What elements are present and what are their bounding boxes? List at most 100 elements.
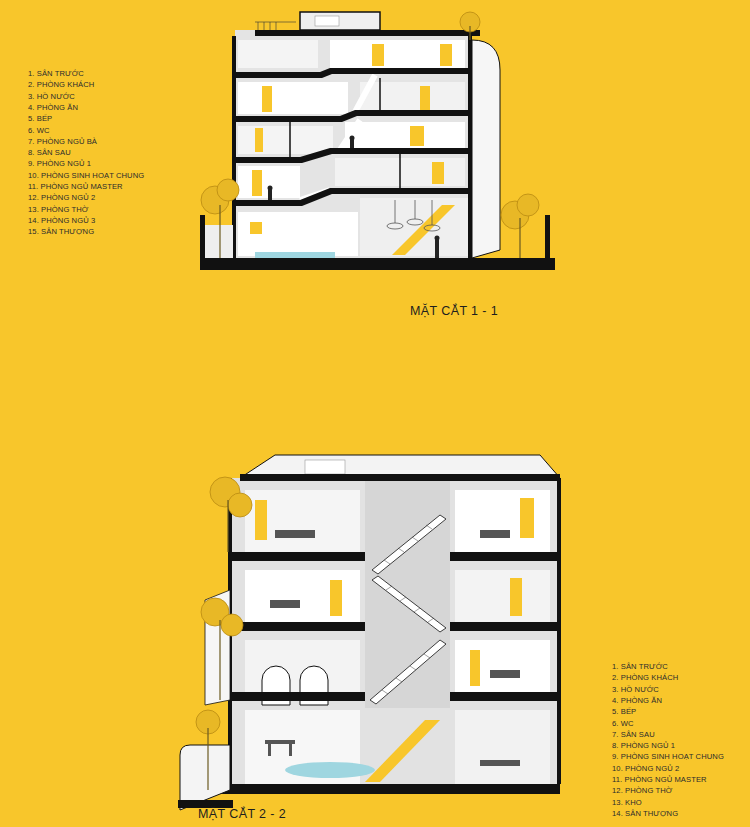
drawing-part <box>370 640 446 704</box>
drawing-part <box>270 22 271 30</box>
drawing-part <box>392 205 455 255</box>
drawing-part <box>238 126 333 154</box>
room-list-item: 9. PHÒNG NGỦ 1 <box>28 160 91 168</box>
drawing-part <box>178 800 233 808</box>
drawing-part <box>305 460 345 474</box>
drawing-part <box>517 194 539 216</box>
drawing-part <box>268 136 440 259</box>
drawing-part <box>255 128 263 152</box>
drawing-part <box>265 530 520 766</box>
drawing-part <box>268 186 273 191</box>
drawing-part <box>252 170 262 196</box>
drawing-part <box>285 762 375 778</box>
drawing-part <box>432 200 433 225</box>
drawing-part <box>235 188 470 206</box>
drawing-part <box>219 205 220 258</box>
drawing-part <box>265 740 295 744</box>
drawing-part <box>372 515 446 574</box>
drawing-part <box>455 710 550 784</box>
room-list-item: 14. SÂN THƯỢNG <box>612 810 678 818</box>
drawing-part <box>205 225 233 258</box>
room-list-item: 5. BẾP <box>612 708 636 716</box>
drawing-part <box>264 22 265 30</box>
room-list-item: 1. SÂN TRƯỚC <box>612 663 668 671</box>
drawing-part <box>208 500 228 790</box>
drawing-part <box>220 26 520 258</box>
drawing-part <box>235 68 470 78</box>
drawing-part <box>268 190 272 200</box>
drawing-part <box>372 576 446 632</box>
drawing-part <box>469 26 470 40</box>
drawing-part <box>200 258 555 270</box>
drawing-part <box>238 40 318 68</box>
drawing-part <box>440 44 452 66</box>
drawing-part <box>370 515 446 704</box>
drawing-part <box>455 570 550 622</box>
drawing-part <box>382 690 388 694</box>
drawing-part <box>200 215 205 258</box>
drawing-part <box>412 537 418 541</box>
drawing-part <box>470 650 480 686</box>
drawing-part <box>230 622 365 631</box>
drawing-part <box>455 490 550 552</box>
drawing-part <box>450 692 560 701</box>
drawing-part <box>468 30 472 258</box>
drawing-part <box>330 580 342 616</box>
drawing-part <box>435 240 439 258</box>
drawing-part <box>315 16 339 26</box>
drawing-part <box>407 219 423 225</box>
drawing-part <box>289 122 291 157</box>
drawing-part <box>372 44 384 66</box>
drawing-part <box>230 692 365 701</box>
drawing-part <box>230 478 560 790</box>
drawing-part <box>365 478 450 708</box>
drawing-part <box>450 552 560 561</box>
drawing-part <box>270 600 300 608</box>
room-list-item: 1. SÂN TRƯỚC <box>28 70 84 78</box>
drawing-part <box>228 493 252 517</box>
drawing-part <box>268 744 271 756</box>
room-list-item: 2. PHÒNG KHÁCH <box>612 674 678 682</box>
drawing-part <box>432 162 444 184</box>
drawing-part <box>410 666 416 670</box>
drawing-part <box>235 148 470 163</box>
drawing-part <box>227 500 228 552</box>
drawing-part <box>384 560 390 564</box>
room-list-item: 13. PHÒNG THỜ <box>28 206 88 214</box>
room-list-item: 8. SÂN SAU <box>28 149 71 157</box>
drawing-part <box>415 200 416 219</box>
room-list-item: 6. WC <box>28 127 50 135</box>
room-list-item: 5. BẾP <box>28 115 52 123</box>
drawing-part <box>345 122 465 148</box>
drawing-part <box>235 110 470 122</box>
room-list-item: 4. PHÒNG ĂN <box>612 697 662 705</box>
drawing-part <box>382 525 434 694</box>
drawing-part <box>238 212 358 256</box>
drawing-part <box>395 200 396 223</box>
drawing-part <box>387 223 403 229</box>
drawing-part <box>196 477 252 734</box>
drawing-part <box>262 86 272 112</box>
drawing-part <box>365 720 440 782</box>
drawing-part <box>400 597 406 601</box>
drawing-part <box>289 744 292 756</box>
room-list-item: 10. PHÒNG SINH HOẠT CHUNG <box>28 172 144 180</box>
drawing-part <box>480 760 520 766</box>
drawing-part <box>207 728 208 790</box>
drawing-part <box>240 474 560 481</box>
drawing-part <box>195 784 560 794</box>
drawing-part <box>230 552 365 561</box>
drawing-part <box>420 86 430 112</box>
drawing-part <box>300 12 380 30</box>
drawing-part <box>255 22 296 30</box>
room-list-item: 3. HỒ NƯỚC <box>612 686 659 694</box>
room-list-item: 12. PHÒNG NGỦ 2 <box>28 194 95 202</box>
section-title: MẶT CẮT 2 - 2 <box>198 808 286 821</box>
drawing-part <box>450 622 560 631</box>
room-list-item: 11. PHÒNG NGỦ MASTER <box>28 183 123 191</box>
drawing-part <box>472 40 500 258</box>
drawing-part <box>426 525 432 529</box>
drawing-part <box>379 78 381 110</box>
drawing-part <box>232 36 236 258</box>
drawing-part <box>300 75 375 200</box>
